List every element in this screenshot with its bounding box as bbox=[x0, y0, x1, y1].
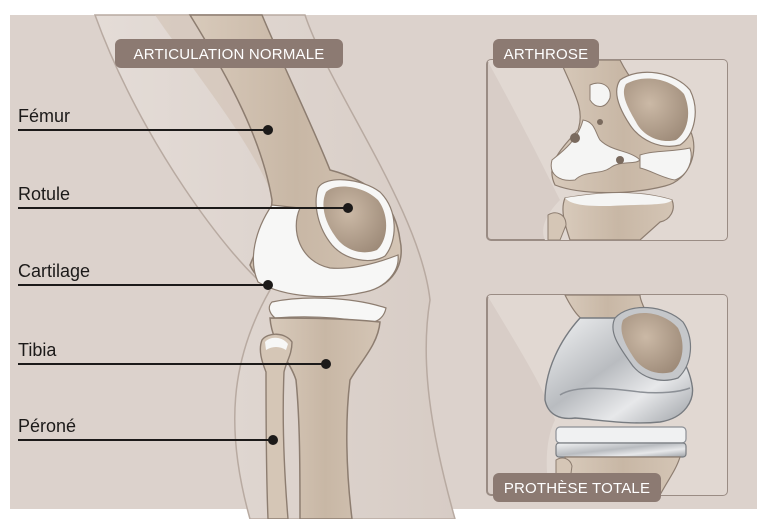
label-tibia-text: Tibia bbox=[18, 340, 57, 360]
rotule-marker bbox=[343, 203, 353, 213]
title-normal-text: ARTICULATION NORMALE bbox=[134, 46, 325, 63]
perone-marker bbox=[268, 435, 278, 445]
title-prothese-text: PROTHÈSE TOTALE bbox=[504, 480, 650, 497]
inset-prothese: PROTHÈSE TOTALE bbox=[487, 295, 727, 502]
label-rotule-text: Rotule bbox=[18, 184, 70, 204]
inset-arthrose: ARTHROSE bbox=[487, 39, 727, 240]
label-perone-text: Péroné bbox=[18, 416, 76, 436]
tibia-marker bbox=[321, 359, 331, 369]
title-pill-normal: ARTICULATION NORMALE bbox=[115, 39, 343, 68]
title-arthrose-text: ARTHROSE bbox=[504, 46, 589, 63]
femur-marker bbox=[263, 125, 273, 135]
label-cartilage-text: Cartilage bbox=[18, 261, 90, 281]
cartilage-marker bbox=[263, 280, 273, 290]
label-femur-text: Fémur bbox=[18, 106, 70, 126]
